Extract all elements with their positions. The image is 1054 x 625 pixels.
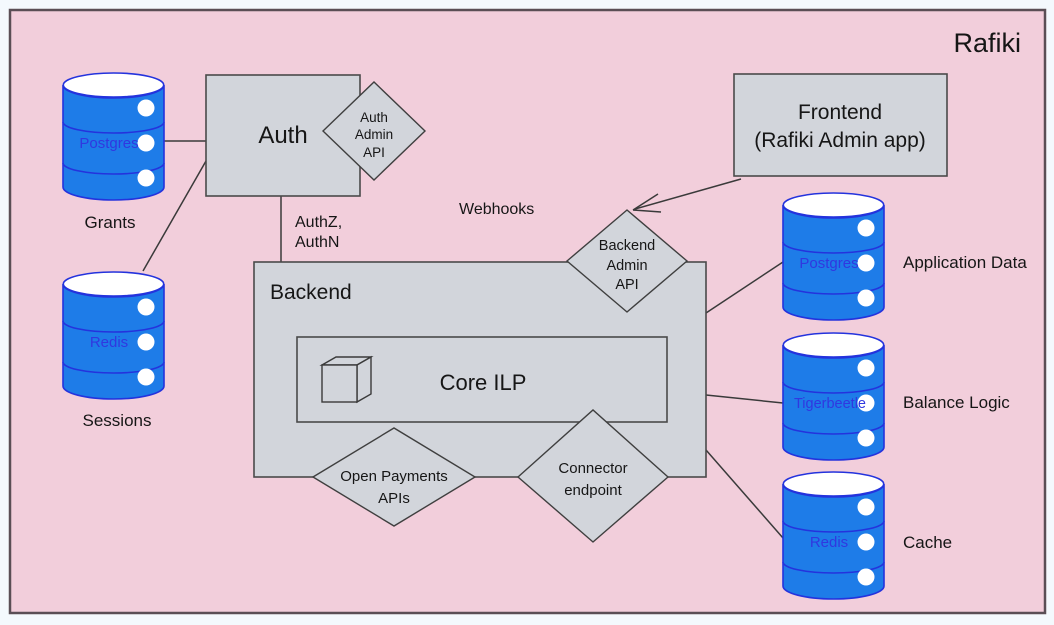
edge-frontend-backend-admin-api <box>632 178 742 213</box>
database-caption: Sessions <box>83 411 152 430</box>
diamond-backend-admin-api: Backend Admin API <box>565 209 689 313</box>
svg-text:Admin: Admin <box>606 258 647 274</box>
database-sessions: Redis Sessions <box>62 271 165 430</box>
svg-text:Backend: Backend <box>599 238 655 254</box>
diamond-connector-endpoint: Connector endpoint <box>516 409 670 543</box>
core-ilp-label: Core ILP <box>440 370 527 395</box>
diamond-open-payments-apis: Open Payments APIs <box>311 427 477 527</box>
diagram-title: Rafiki <box>953 28 1021 58</box>
svg-text:API: API <box>363 145 385 160</box>
frontend-label-line2: (Rafiki Admin app) <box>754 129 926 152</box>
edge-labels: AuthZ, AuthN Webhooks <box>295 201 534 251</box>
edge-backend-cache <box>705 449 784 539</box>
database-caption: Application Data <box>903 253 1027 272</box>
svg-text:Auth: Auth <box>360 110 388 125</box>
node-frontend: Frontend (Rafiki Admin app) <box>733 73 948 177</box>
arrowhead-icon <box>632 209 662 213</box>
database-grants: Postgres Grants <box>62 72 165 232</box>
diamond-auth-admin-api: Auth Admin API <box>321 81 427 181</box>
node-core-ilp: Core ILP <box>296 336 668 423</box>
database-balance-logic: Tigerbeetle Balance Logic <box>782 332 1010 461</box>
frontend-label-line1: Frontend <box>798 101 882 124</box>
backend-label: Backend <box>270 281 352 304</box>
database-name: Tigerbeetle <box>794 396 866 412</box>
database-name: Redis <box>90 334 128 351</box>
edge-sessions-auth <box>142 160 207 272</box>
svg-text:endpoint: endpoint <box>564 482 622 499</box>
label-authn: AuthN <box>295 234 339 251</box>
svg-text:API: API <box>615 277 638 293</box>
database-name: Postgres <box>799 255 858 272</box>
database-application-data: Postgres Application Data <box>782 192 1027 321</box>
label-authz: AuthZ, <box>295 214 342 231</box>
database-cache: Redis Cache <box>782 471 952 600</box>
svg-text:Open Payments: Open Payments <box>340 468 448 485</box>
edge-backend-balance-logic <box>705 394 784 404</box>
edges <box>142 140 784 539</box>
database-name: Postgres <box>79 135 138 152</box>
database-caption: Grants <box>84 213 135 232</box>
svg-text:Admin: Admin <box>355 127 393 142</box>
svg-text:Connector: Connector <box>558 460 627 477</box>
arrowhead-icon <box>632 193 659 211</box>
auth-label: Auth <box>258 122 307 149</box>
edge-backend-application-data <box>705 261 784 314</box>
cube-icon <box>319 355 374 404</box>
database-name: Redis <box>810 534 848 551</box>
label-webhooks: Webhooks <box>459 201 534 218</box>
database-caption: Cache <box>903 533 952 552</box>
database-caption: Balance Logic <box>903 393 1010 412</box>
svg-text:APIs: APIs <box>378 490 410 507</box>
